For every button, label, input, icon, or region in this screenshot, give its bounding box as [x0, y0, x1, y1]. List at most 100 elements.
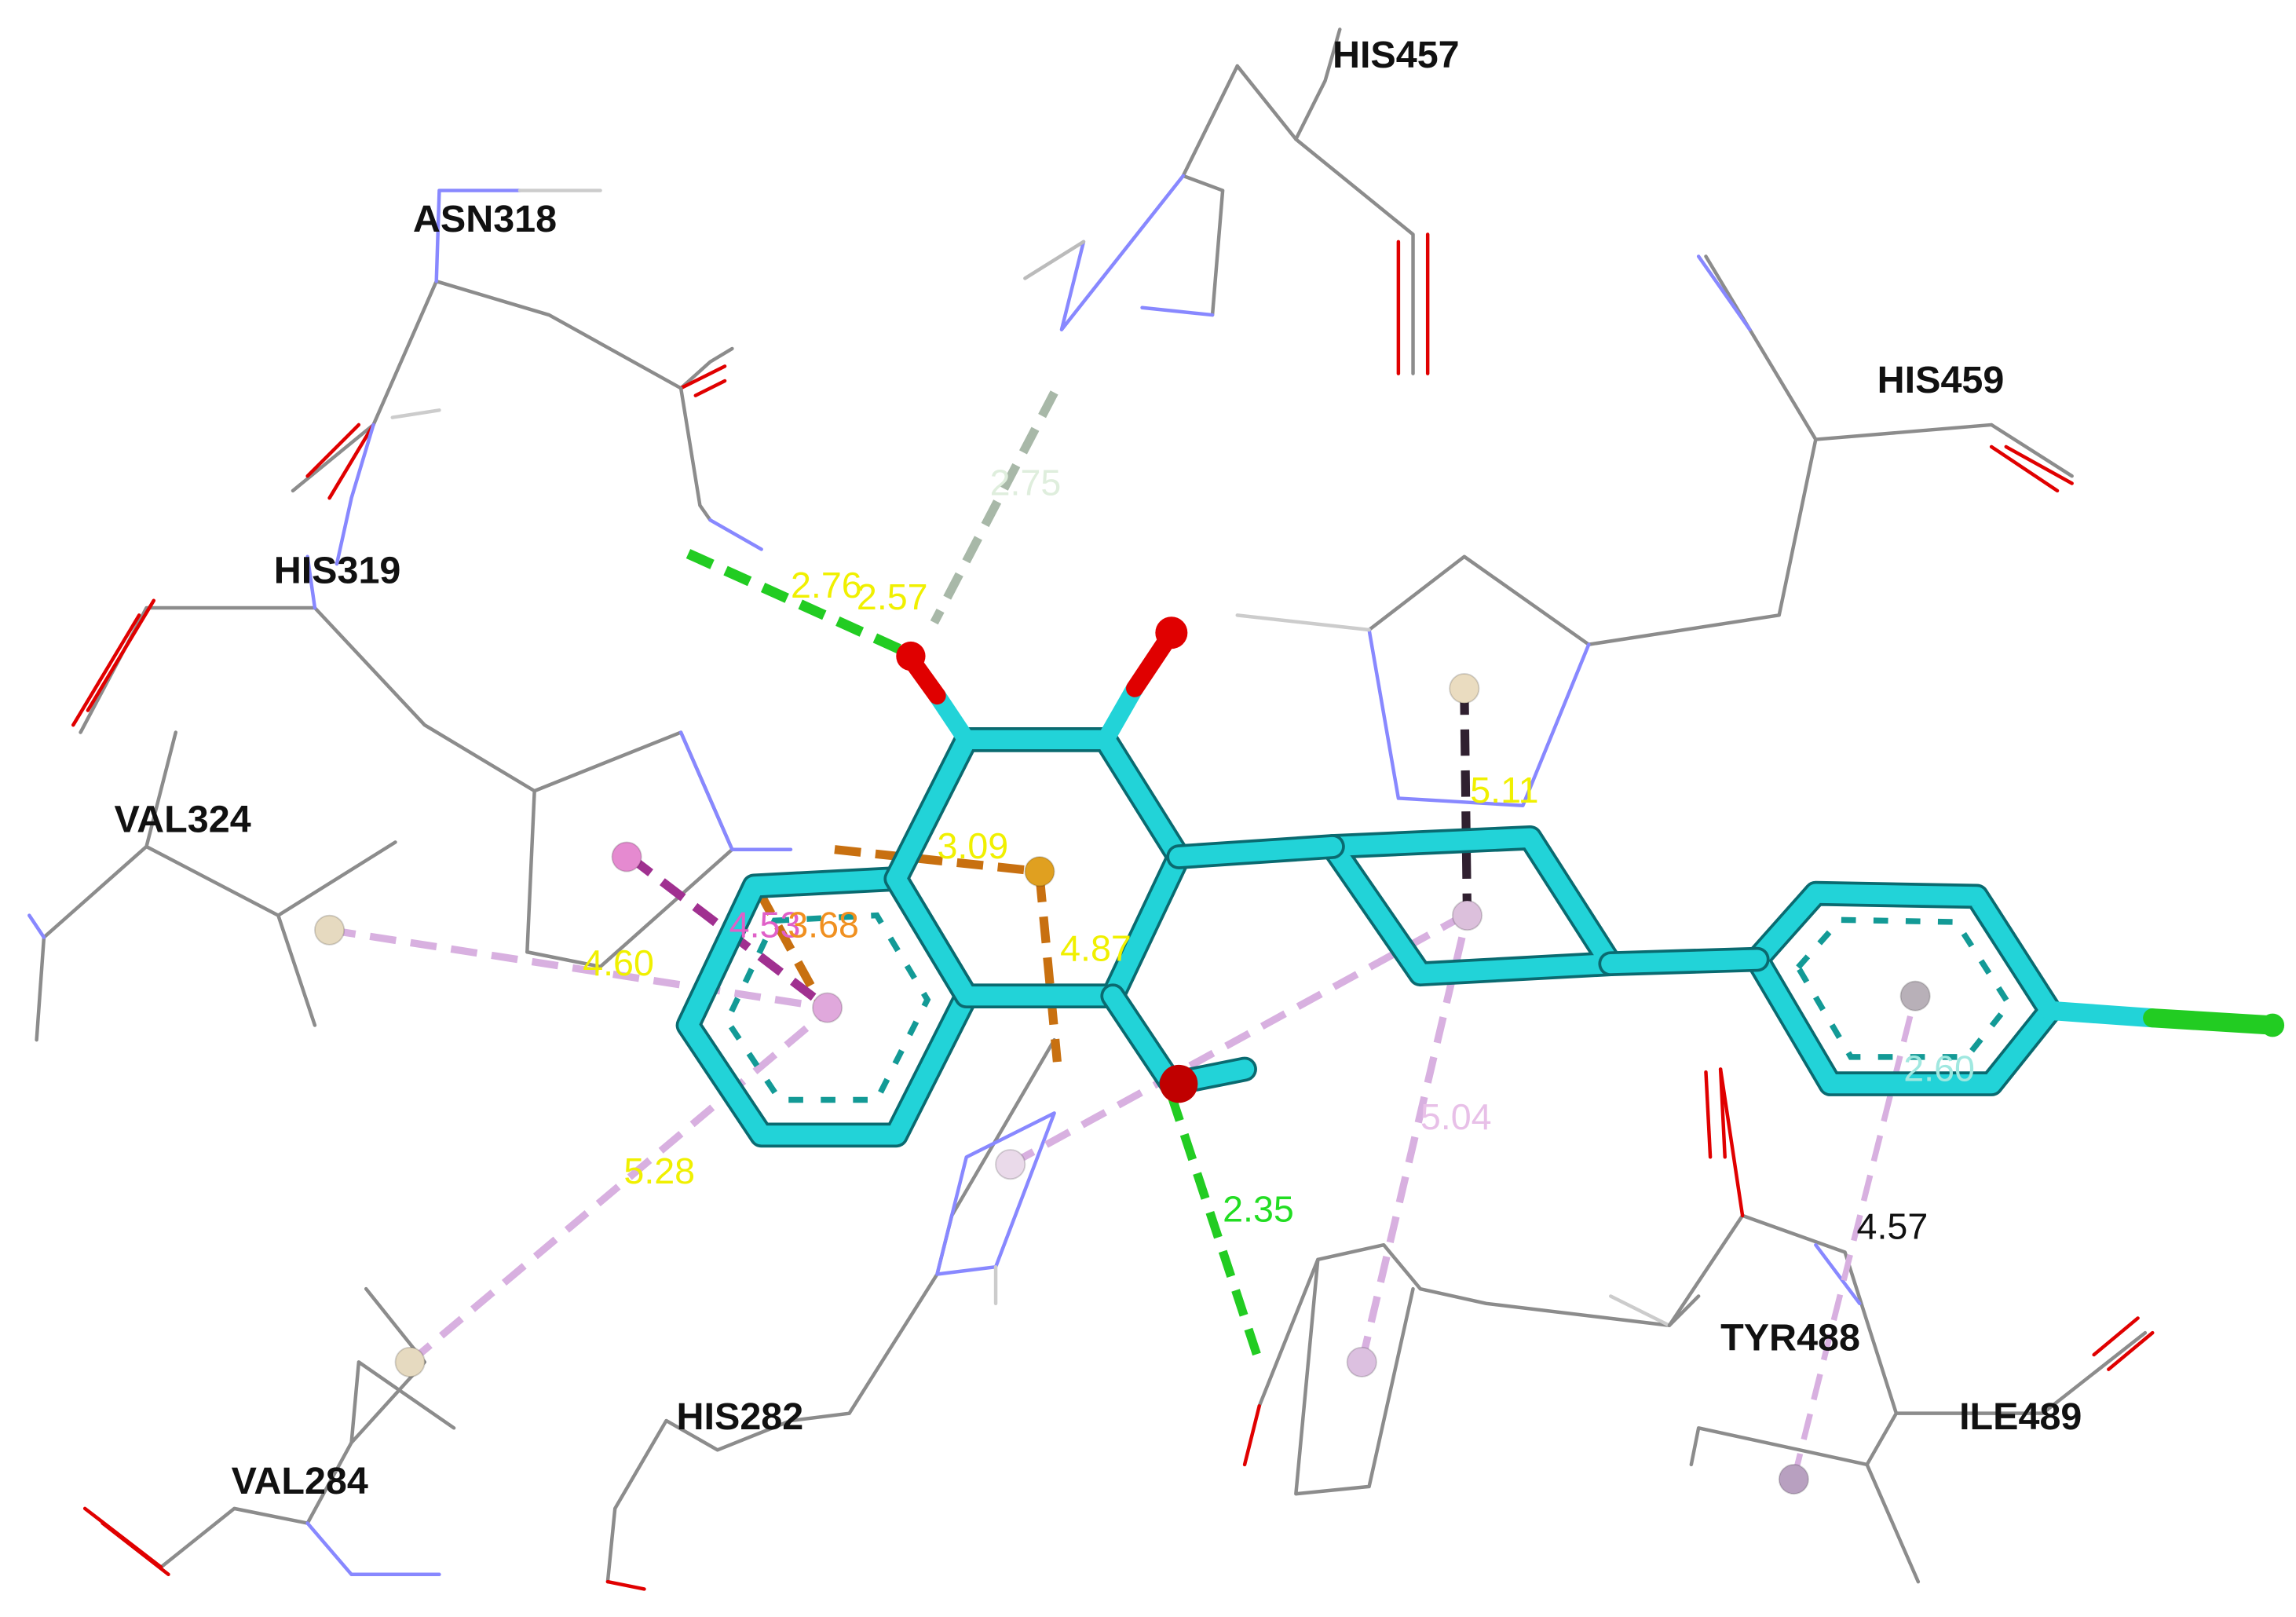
protein-bond: [1023, 240, 1086, 280]
distance-label: 4.53: [729, 905, 801, 946]
protein-bond: [1367, 627, 1591, 808]
aromatic-ring-indicator: [723, 912, 931, 1103]
protein-bond: [1814, 1242, 1862, 1306]
hydrogen-bond: [686, 549, 918, 661]
protein-bond: [1367, 437, 1818, 646]
distance-label: 5.11: [1470, 770, 1538, 810]
distance-label: 3.09: [937, 825, 1008, 866]
protein-bond: [27, 913, 46, 939]
centroid-sphere: [313, 914, 345, 946]
protein-bond: [1865, 1462, 1921, 1584]
ligand-carbonyl-bond: [928, 686, 975, 749]
pi-alkyl-interaction: [328, 926, 828, 1012]
protein-bond: [1140, 305, 1215, 317]
protein-bond: [678, 364, 727, 390]
protein-bond: [79, 605, 536, 954]
distance-label: 4.60: [583, 942, 654, 983]
ligand-carbonyl-oxygen: [1126, 635, 1173, 697]
hydrogen-bond: [1167, 1094, 1264, 1364]
ligand-bond: [2040, 1001, 2163, 1028]
distance-label: 4.57: [1857, 1206, 1929, 1247]
ligand: [675, 616, 2285, 1148]
ring-centroids: [313, 673, 1931, 1495]
protein-bond: [305, 554, 317, 610]
protein-bond: [678, 386, 712, 522]
protein-bond: [305, 1521, 441, 1577]
residue-label-ile489: ILE489: [1959, 1396, 2082, 1438]
residue-label-asn318: ASN318: [413, 198, 557, 240]
distance-label: 3.68: [788, 905, 859, 946]
protein-bond: [678, 730, 793, 851]
protein-bond: [605, 1579, 646, 1591]
pi-sigma-interaction: [1460, 688, 1472, 916]
chlorine-atom: [2261, 1013, 2285, 1037]
centroid-sphere: [1449, 673, 1480, 704]
distance-label: 2.60: [1903, 1048, 1975, 1088]
protein-bond: [1718, 1067, 1745, 1218]
protein-bond: [327, 423, 375, 500]
distance-label: 2.57: [857, 576, 928, 617]
labels: HIS457 ASN318 HIS459 HIS319 VAL324 HIS28…: [114, 34, 2082, 1502]
carbonyl-oxygen-bond: [101, 1521, 170, 1577]
centroid-sphere: [1899, 980, 1931, 1012]
protein-bond: [2107, 1330, 2155, 1371]
residue-label-his319: HIS319: [274, 549, 401, 591]
protein-bond: [2004, 444, 2074, 485]
protein-bond: [1235, 613, 1371, 632]
centroid-sphere: [1451, 900, 1483, 931]
pi-cation-interaction: [834, 845, 1040, 876]
carbonyl-oxygen-bond: [71, 613, 141, 727]
centroid-sphere: [812, 992, 843, 1023]
distance-label: 5.04: [1420, 1096, 1492, 1137]
carbonyl-oxygen-bond: [1989, 444, 2060, 493]
residue-label-val324: VAL324: [114, 798, 250, 840]
residue-label-his282: HIS282: [677, 1396, 804, 1438]
protein-bond: [1609, 1294, 1672, 1328]
protein-bond: [335, 423, 375, 566]
protein-bond: [1667, 1213, 2148, 1415]
centroid-sphere: [1346, 1346, 1377, 1377]
distance-label: 2.35: [1223, 1188, 1294, 1229]
protein-bond: [1235, 27, 1342, 141]
protein-bond: [349, 1360, 456, 1445]
oxygen-atom: [1155, 616, 1188, 649]
centroid-sphere: [1778, 1463, 1809, 1495]
chlorine-bond: [2143, 1008, 2283, 1035]
aromatic-ring-indicator: [1794, 916, 2013, 1060]
protein-bond: [1294, 137, 1415, 375]
protein-bond: [390, 408, 441, 419]
protein-residues: [27, 27, 2155, 1591]
interaction-lines: [328, 390, 1918, 1480]
protein-bond: [434, 279, 734, 390]
pi-alkyl-interaction: [408, 1008, 830, 1365]
residue-label-his457: HIS457: [1333, 34, 1460, 76]
protein-bond: [1696, 254, 1752, 331]
protein-bond: [1257, 1242, 1701, 1408]
protein-bond: [1059, 174, 1185, 331]
carbon-hydrogen-bond: [930, 390, 1058, 625]
protein-bond: [1294, 1257, 1415, 1496]
pi-cation-interaction: [755, 888, 827, 1010]
methoxy-oxygen-atom: [1159, 1064, 1198, 1103]
oxygen-atom: [896, 641, 926, 671]
protein-bond: [86, 598, 156, 712]
carbonyl-oxygen-bond: [693, 379, 727, 397]
protein-bond: [159, 1286, 427, 1569]
ligand-bond: [1601, 949, 1767, 974]
distance-label: 4.87: [1060, 927, 1132, 968]
protein-bond: [708, 518, 763, 551]
ligand-bond: [1103, 986, 1181, 1094]
ligand-carbonyl-bond: [1096, 679, 1144, 749]
pi-cation-interaction: [1035, 875, 1062, 1063]
protein-bond: [35, 840, 397, 1042]
protein-bond: [144, 730, 178, 849]
protein-bond: [434, 188, 522, 284]
ligand-bond: [1169, 836, 1343, 867]
protein-bond: [1181, 64, 1239, 317]
distance-label: 2.76: [791, 565, 862, 605]
distance-label: 5.28: [623, 1151, 695, 1191]
protein-bond: [1242, 1404, 1261, 1467]
residue-label-his459: HIS459: [1877, 359, 2005, 401]
